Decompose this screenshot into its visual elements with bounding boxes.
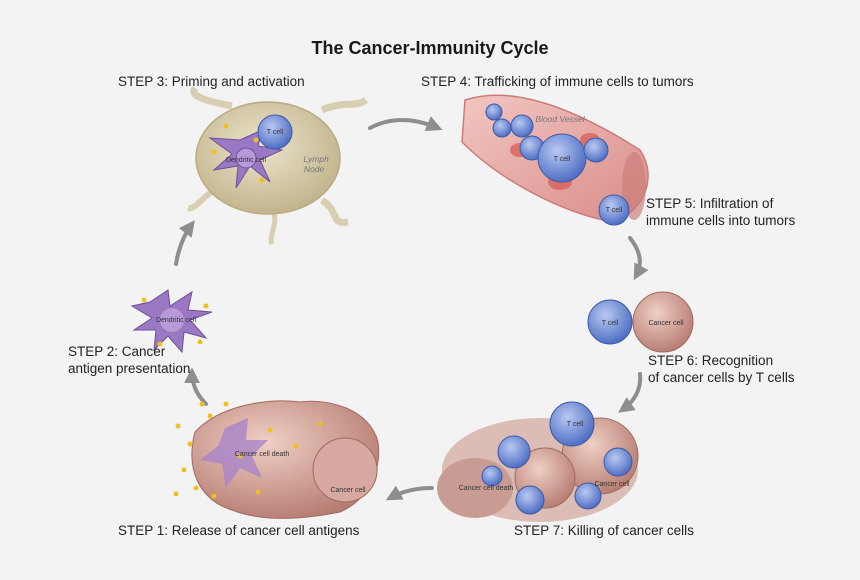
step-1-text: STEP 1: Release of cancer cell antigens [118,523,360,538]
diagram-title: The Cancer-Immunity Cycle [311,38,549,58]
step-6-text-line1: STEP 6: Recognition [648,353,774,368]
t-cell-in-lymph-node [257,114,293,150]
step-7-text: STEP 7: Killing of cancer cells [514,523,694,538]
step-4-text: STEP 4: Trafficking of immune cells to t… [421,74,694,89]
arrow-step5-to-step6 [628,236,649,281]
t-cell-caption: T cell [267,129,284,136]
cancer-cell-caption: Cancer cell [330,487,365,494]
recognized-cancer-cell-caption: Cancer cell [648,320,683,327]
lymph-node-caption-line2: Node [304,164,325,174]
step2-dendritic-cell-caption: Dendritic cell [156,317,197,324]
recognition-illustration: T cell Cancer cell [587,291,694,353]
vessel-t-cell-caption: T cell [554,156,571,163]
step-7-label: STEP 7: Killing of cancer cells [514,522,694,539]
blood-vessel-illustration: Blood Vessel T cell T cell [461,94,649,226]
step-5-text-line1: STEP 5: Infiltration of [646,196,774,211]
lymph-node-caption-line1: Lymph [303,154,329,164]
step-1-label: STEP 1: Release of cancer cell antigens [118,522,359,539]
step-2-text-line2: antigen presentation [68,361,191,376]
step-3-label: STEP 3: Priming and activation [118,73,305,90]
t-cell-exiting-vessel [598,194,630,226]
dendritic-cell-illustration: Dendritic cell [130,289,213,354]
step-2-label: STEP 2: Cancer antigen presentation [68,343,190,377]
lymph-node-illustration: T cell Dendritic cell Lymph Node [187,85,369,246]
arrow-step7-to-step1 [385,485,434,501]
killing-cancer-cell-death-caption: Cancer cell death [459,485,514,492]
recognizing-t-cell-caption: T cell [602,320,619,327]
arrow-step3-to-step4 [368,116,443,132]
dendritic-cell-in-lymph-node [208,129,284,189]
step-3-text: STEP 3: Priming and activation [118,74,305,89]
blood-vessel-caption: Blood Vessel [535,114,585,124]
arrow-step1-to-step2 [184,367,208,406]
step-6-label: STEP 6: Recognition of cancer cells by T… [648,352,795,386]
step-6-text-line2: of cancer cells by T cells [648,370,795,385]
step-2-text-line1: STEP 2: Cancer [68,344,166,359]
step-4-label: STEP 4: Trafficking of immune cells to t… [421,73,694,90]
t-cells-in-vessel [485,103,609,183]
cancer-cell-death-caption: Cancer cell death [235,451,290,458]
cycle-arrows [174,116,649,501]
infiltrating-t-cell-caption: T cell [606,207,623,214]
step-5-text-line2: immune cells into tumors [646,213,796,228]
arrow-step6-to-step7 [618,372,643,413]
antigen-release-illustration: Cancer cell death Cancer cell [173,400,380,519]
killing-t-cell-caption: T cell [567,421,584,428]
killing-illustration: T cell Cancer cell Cancer cell death [437,401,639,522]
step-5-label: STEP 5: Infiltration of immune cells int… [646,195,795,229]
dendritic-cell-caption: Dendritic cell [226,157,267,164]
arrow-step2-to-step3 [174,220,195,266]
killing-cancer-cell-caption: Cancer cell [594,481,629,488]
